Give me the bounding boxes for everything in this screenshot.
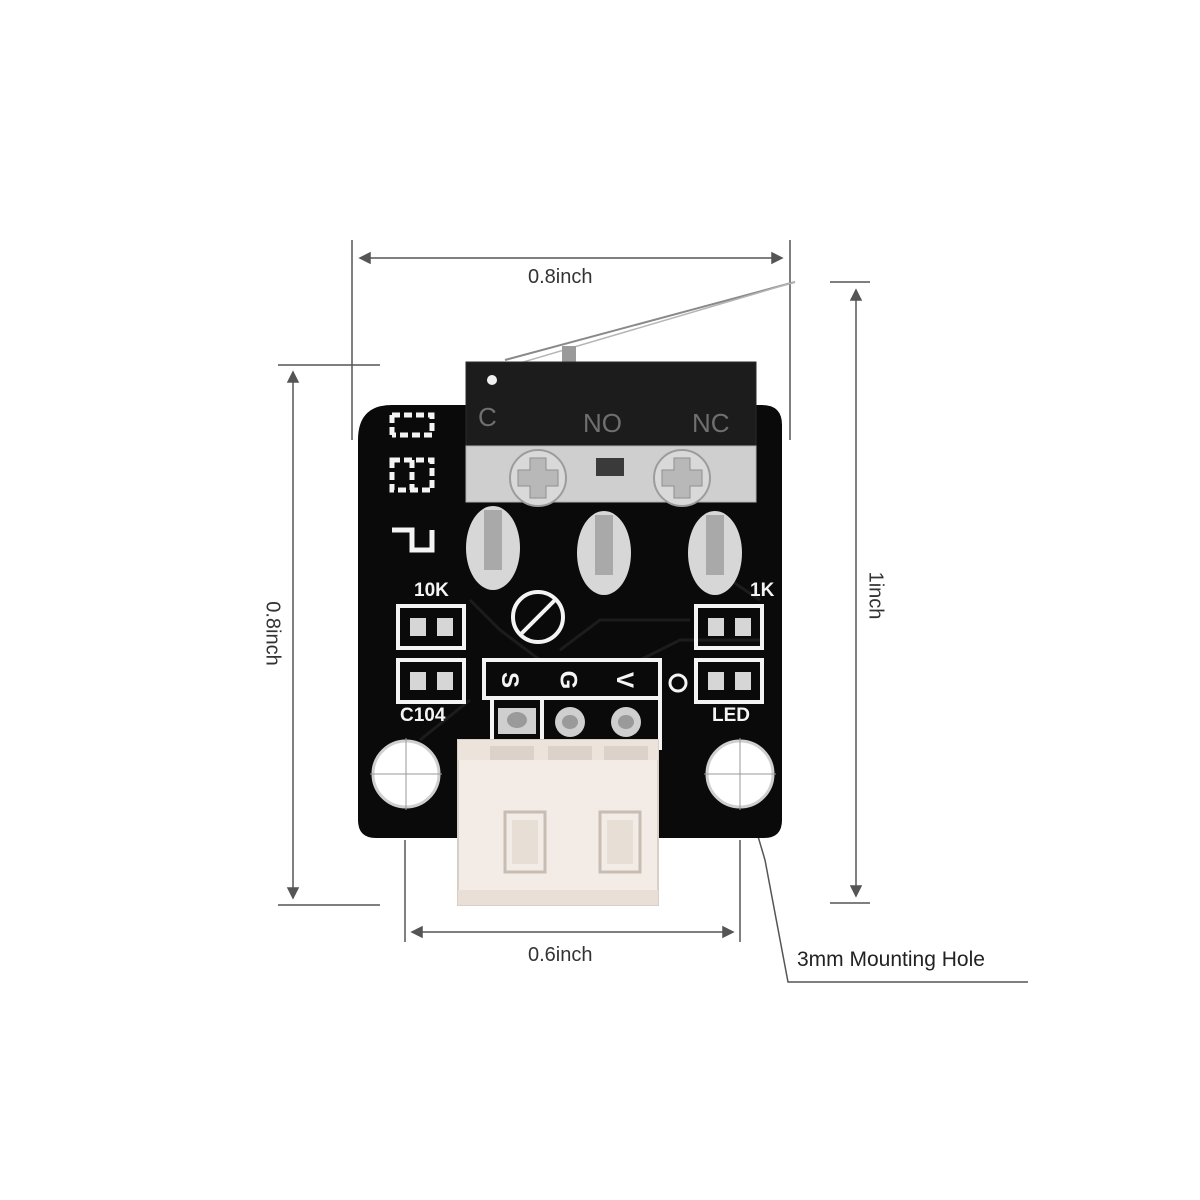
micro-switch xyxy=(465,361,757,507)
mounting-hole-callout: 3mm Mounting Hole xyxy=(797,948,985,971)
top-width-label: 0.8inch xyxy=(528,266,593,288)
smd-led-right xyxy=(694,658,764,704)
left-height-label: 0.8inch xyxy=(261,601,284,666)
switch-housing xyxy=(465,361,757,451)
switch-pin-c-label: C xyxy=(478,402,497,432)
connector-pin-v xyxy=(611,707,641,737)
smd-resistor-right xyxy=(694,604,764,650)
silk-1k-label: 1K xyxy=(750,580,775,601)
connector-pins xyxy=(498,707,641,737)
switch-lever xyxy=(502,281,796,369)
mounting-hole-left xyxy=(370,738,442,810)
bottom-width-label: 0.6inch xyxy=(528,944,593,966)
connector-pin-g xyxy=(555,707,585,737)
terminal-c xyxy=(466,506,520,590)
left-dim-arrow-top xyxy=(286,370,300,383)
silk-pin-g-label: G xyxy=(554,670,582,690)
switch-pin-no-label: NO xyxy=(583,408,622,438)
pin1-marker xyxy=(668,673,688,693)
silk-pin-v-label: V xyxy=(611,671,639,689)
terminal-no xyxy=(577,511,631,595)
top-dim-arrow-right xyxy=(771,251,784,265)
smd-capacitor-left xyxy=(396,658,466,704)
jst-connector xyxy=(457,739,659,906)
left-dim-arrow-bottom xyxy=(286,887,300,900)
connector-pin-s xyxy=(498,708,536,734)
smd-resistor-left xyxy=(396,604,466,650)
top-dim-arrow-left xyxy=(358,251,371,265)
silk-pin-s-label: S xyxy=(496,671,524,689)
switch-pin-nc-label: NC xyxy=(692,408,730,438)
right-screw-icon xyxy=(653,449,711,507)
pcb-board xyxy=(358,405,782,838)
bottom-dim-arrow-left xyxy=(410,925,423,939)
silkscreen-side-glyphs xyxy=(389,412,435,553)
right-dim-arrow-bottom xyxy=(849,885,863,898)
switch-dot xyxy=(487,375,497,385)
switch-terminals xyxy=(466,506,742,595)
mounting-hole-right xyxy=(704,738,776,810)
dimension-lines xyxy=(278,240,1028,983)
bottom-dim-arrow-right xyxy=(722,925,735,939)
right-height-label: 1inch xyxy=(864,571,887,620)
terminal-nc xyxy=(688,511,742,595)
right-dim-arrow-top xyxy=(849,288,863,301)
silk-c104-label: C104 xyxy=(400,705,446,726)
silk-10k-label: 10K xyxy=(414,580,449,601)
switch-center-slot xyxy=(596,458,624,476)
silk-led-label: LED xyxy=(712,705,750,726)
left-screw-icon xyxy=(509,449,567,507)
brand-logo xyxy=(511,590,565,644)
